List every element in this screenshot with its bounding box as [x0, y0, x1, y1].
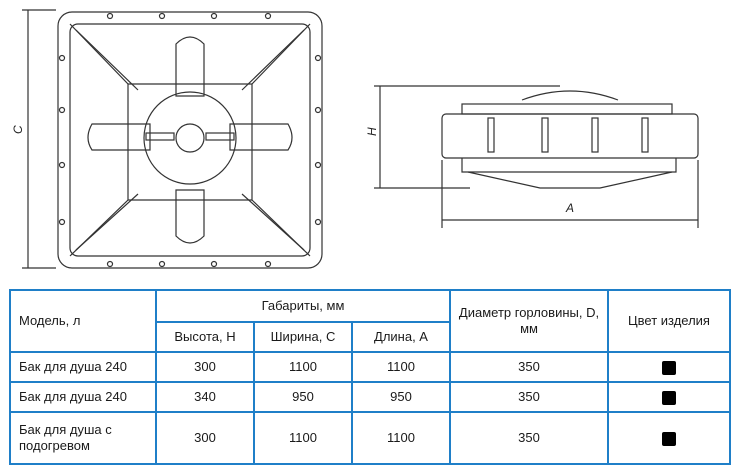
header-model: Модель, л — [9, 289, 157, 353]
cell-height: 300 — [155, 351, 255, 383]
dimension-label-a: A — [565, 201, 574, 215]
header-height: Высота, H — [155, 321, 255, 353]
color-swatch — [662, 390, 676, 405]
header-dimensions: Габариты, мм — [155, 289, 451, 323]
dimension-label-h: H — [365, 127, 379, 136]
cell-width: 1100 — [253, 351, 353, 383]
cell-diameter: 350 — [449, 351, 609, 383]
header-color: Цвет изделия — [607, 289, 731, 353]
cell-model: Бак для душа 240 — [9, 381, 157, 413]
cell-height: 340 — [155, 381, 255, 413]
table-row: Бак для душа с подогревом 300 1100 1100 … — [9, 411, 731, 465]
spec-table: Модель, л Габариты, мм Диаметр горловины… — [9, 289, 731, 465]
cell-color — [607, 411, 731, 465]
subheader-row: Высота, H Ширина, C Длина, A — [10, 321, 730, 353]
color-swatch — [662, 431, 676, 446]
cell-width: 950 — [253, 381, 353, 413]
tank-side-view — [374, 85, 699, 228]
cell-diameter: 350 — [449, 411, 609, 465]
header-neck-diameter: Диаметр горловины, D, мм — [449, 289, 609, 353]
header-length: Длина, A — [351, 321, 451, 353]
cell-model: Бак для душа 240 — [9, 351, 157, 383]
color-swatch — [662, 360, 676, 375]
cell-length: 1100 — [351, 411, 451, 465]
header-row: Модель, л Габариты, мм Диаметр горловины… — [9, 289, 731, 353]
header-width: Ширина, C — [253, 321, 353, 353]
table-row: Бак для душа 240 300 1100 1100 350 — [9, 351, 731, 383]
table-row: Бак для душа 240 340 950 950 350 — [9, 381, 731, 413]
tank-top-view — [22, 9, 323, 269]
dimension-label-c: C — [11, 125, 25, 134]
cell-length: 1100 — [351, 351, 451, 383]
cell-height: 300 — [155, 411, 255, 465]
technical-drawing: C H A — [11, 9, 699, 269]
cell-width: 1100 — [253, 411, 353, 465]
cell-model: Бак для душа с подогревом — [9, 411, 157, 465]
cell-length: 950 — [351, 381, 451, 413]
cell-color — [607, 351, 731, 383]
cell-color — [607, 381, 731, 413]
cell-diameter: 350 — [449, 381, 609, 413]
